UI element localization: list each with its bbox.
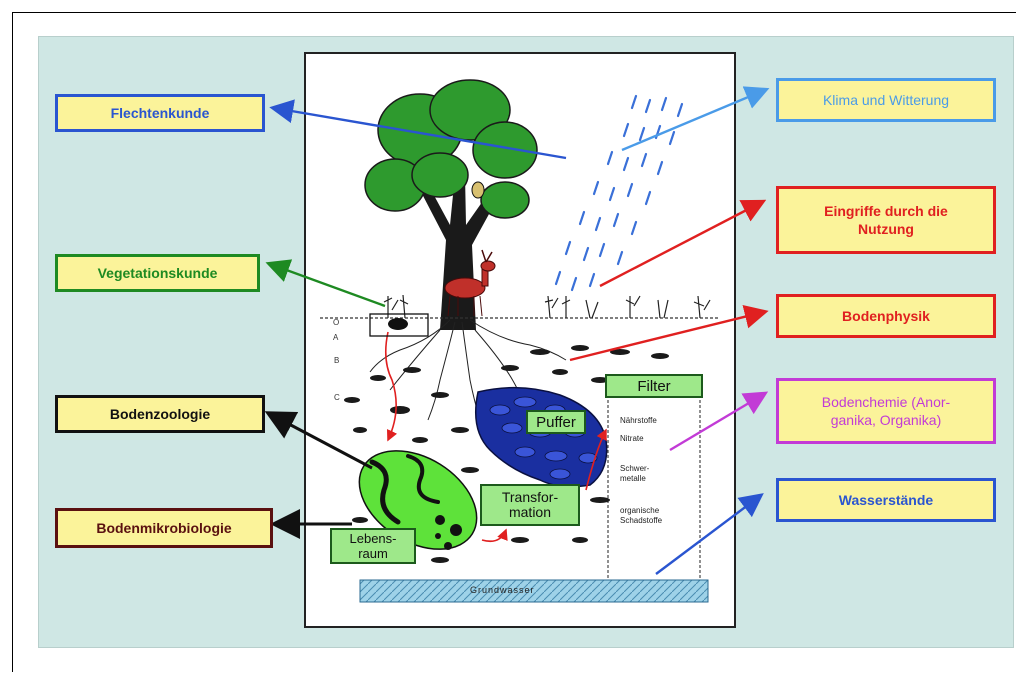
arrow-klima bbox=[621, 86, 770, 152]
box-bodenchemie: Bodenchemie (Anor- ganika, Organika) bbox=[776, 378, 996, 444]
arrow-eingriffe bbox=[599, 199, 767, 288]
process-flow-arrows bbox=[384, 331, 607, 543]
box-bodenmikrobiologie: Bodenmikrobiologie bbox=[55, 508, 273, 548]
horizon-a: A bbox=[333, 333, 339, 342]
arrow-bodenzoologie bbox=[264, 411, 373, 470]
litter-sample bbox=[388, 318, 408, 330]
filter-item-organische-2: Schadstoffe bbox=[620, 516, 663, 525]
tree bbox=[364, 79, 538, 330]
box-klima: Klima und Witterung bbox=[776, 78, 996, 122]
filter-item-organische-1: organische bbox=[620, 506, 660, 515]
arrow-vegetationskunde bbox=[265, 259, 386, 308]
label-wasserstaende: Wasserstände bbox=[838, 492, 934, 508]
filter-item-nitrate: Nitrate bbox=[620, 434, 644, 443]
filter-item-schwermetalle-1: Schwer- bbox=[620, 464, 650, 473]
soil-stones bbox=[344, 345, 669, 563]
box-eingriffe: Eingriffe durch die Nutzung bbox=[776, 186, 996, 254]
arrow-bodenphysik bbox=[569, 304, 769, 362]
groundwater-label: Grundwasser bbox=[470, 585, 535, 595]
filter-item-naehrstoffe: Nährstoffe bbox=[620, 416, 657, 425]
filter-item-schwermetalle-2: metalle bbox=[620, 474, 646, 483]
litter-sample-frame bbox=[369, 313, 429, 337]
box-wasserstaende: Wasserstände bbox=[776, 478, 996, 522]
label-filter: Filter bbox=[605, 374, 703, 398]
label-eingriffe-line1: Eingriffe durch die bbox=[824, 203, 948, 219]
horizon-b: B bbox=[334, 356, 340, 365]
label-bodenchemie-line1: Bodenchemie (Anor- bbox=[821, 394, 951, 410]
label-eingriffe-line2: Nutzung bbox=[858, 221, 914, 237]
arrow-flechtenkunde bbox=[269, 99, 567, 160]
box-flechtenkunde: Flechtenkunde bbox=[55, 94, 265, 132]
label-klima: Klima und Witterung bbox=[822, 92, 950, 108]
rain-drops bbox=[554, 94, 684, 292]
arrow-wasserstaende bbox=[655, 493, 764, 575]
label-puffer: Puffer bbox=[526, 410, 586, 434]
groundwater-layer bbox=[359, 579, 709, 603]
outer-frame bbox=[12, 12, 1016, 672]
label-bodenzoologie: Bodenzoologie bbox=[109, 406, 211, 422]
label-bodenchemie-line2: ganika, Organika) bbox=[830, 412, 942, 428]
box-bodenphysik: Bodenphysik bbox=[776, 294, 996, 338]
label-vegetationskunde: Vegetationskunde bbox=[97, 265, 218, 281]
label-transformation: Transfor- mation bbox=[480, 484, 580, 526]
box-vegetationskunde: Vegetationskunde bbox=[55, 254, 260, 292]
label-lebensraum: Lebens- raum bbox=[330, 528, 416, 564]
label-bodenmikrobiologie: Bodenmikrobiologie bbox=[96, 520, 232, 536]
deer bbox=[444, 249, 496, 317]
small-plants bbox=[383, 294, 711, 319]
horizon-o: O bbox=[333, 318, 340, 327]
arrow-bodenchemie bbox=[669, 391, 769, 452]
label-flechtenkunde: Flechtenkunde bbox=[110, 105, 210, 121]
leader-arrows bbox=[264, 86, 770, 575]
label-bodenphysik: Bodenphysik bbox=[842, 308, 930, 324]
box-bodenzoologie: Bodenzoologie bbox=[55, 395, 265, 433]
buffer-zone bbox=[475, 386, 608, 488]
horizon-c: C bbox=[334, 393, 340, 402]
